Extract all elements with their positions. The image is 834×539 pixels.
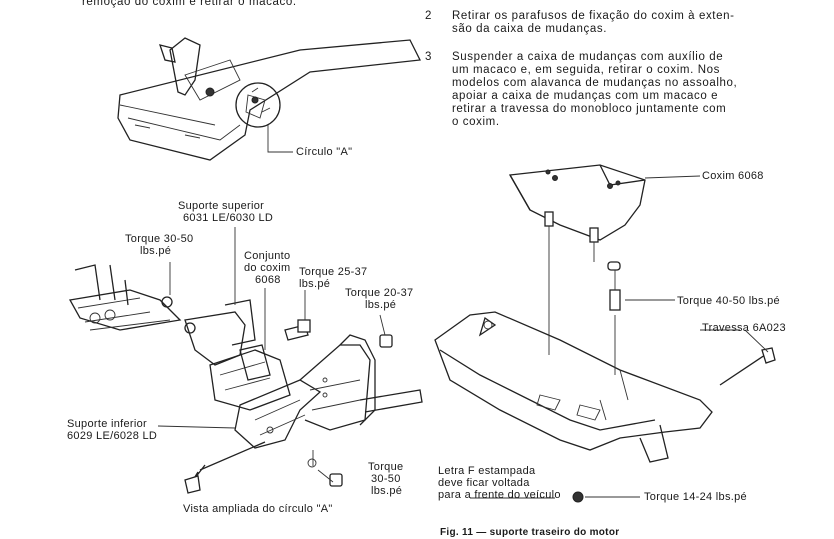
step-2-line-1: Retirar os parafusos de fixação do coxim… (452, 10, 735, 22)
label-torque-left-2: lbs.pé (140, 245, 172, 257)
step-2-number: 2 (425, 10, 432, 22)
top-chassis-drawing (117, 37, 421, 161)
step-3-line-6: o coxim. (452, 116, 500, 128)
label-torque-40: Torque 40-50 lbs.pé (677, 295, 780, 307)
right-figure-caption: Fig. 11 — suporte traseiro do motor (440, 527, 620, 538)
label-coxim: Coxim 6068 (702, 170, 764, 182)
label-suporte-inferior-1: Suporte inferior (67, 418, 148, 430)
step-3-line-3: modelos com alavanca de mudanças no asso… (452, 77, 738, 89)
label-torque-bottom-1: Torque (368, 461, 404, 473)
step-3-number: 3 (425, 51, 432, 63)
label-torque-bottom-3: lbs.pé (371, 485, 403, 497)
label-torque-25-1: Torque 25-37 (299, 266, 368, 278)
label-suporte-inferior-2: 6029 LE/6028 LD (67, 430, 158, 442)
label-circle-a: Círculo "A" (296, 146, 353, 158)
step-3-line-5: retirar a travessa do monobloco juntamen… (452, 103, 727, 115)
label-torque-20-1: Torque 20-37 (345, 287, 414, 299)
label-conjunto-2: do coxim (244, 262, 291, 274)
label-letra-f-3: para a frente do veículo (438, 489, 561, 501)
label-suporte-superior-1: Suporte superior (178, 200, 265, 212)
label-torque-bottom-2: 30-50 (371, 473, 401, 485)
top-left-continuation-text: remoção do coxim e retirar o macaco. (82, 0, 297, 8)
label-travessa: Travessa 6A023 (702, 322, 786, 334)
label-conjunto-3: 6068 (255, 274, 281, 286)
label-letra-f-1: Letra F estampada (438, 465, 536, 477)
step-3-line-4: apoiar a caixa de mudanças com um macaco… (452, 90, 719, 102)
label-torque-14: Torque 14-24 lbs.pé (644, 491, 747, 503)
step-3-line-2: um macaco e, em seguida, retirar o coxim… (452, 64, 720, 76)
label-torque-20-2: lbs.pé (365, 299, 397, 311)
label-letra-f-2: deve ficar voltada (438, 477, 530, 489)
label-torque-left-1: Torque 30-50 (125, 233, 194, 245)
label-torque-25-2: lbs.pé (299, 278, 331, 290)
left-exploded-drawing (68, 227, 423, 494)
step-3-line-1: Suspender a caixa de mudanças com auxíli… (452, 51, 724, 63)
label-conjunto-1: Conjunto (244, 250, 291, 262)
right-crossmember-drawing (434, 164, 776, 503)
step-2-line-2: são da caixa de mudanças. (452, 23, 608, 35)
label-suporte-superior-2: 6031 LE/6030 LD (183, 212, 274, 224)
left-figure-caption: Vista ampliada do círculo "A" (183, 503, 333, 515)
